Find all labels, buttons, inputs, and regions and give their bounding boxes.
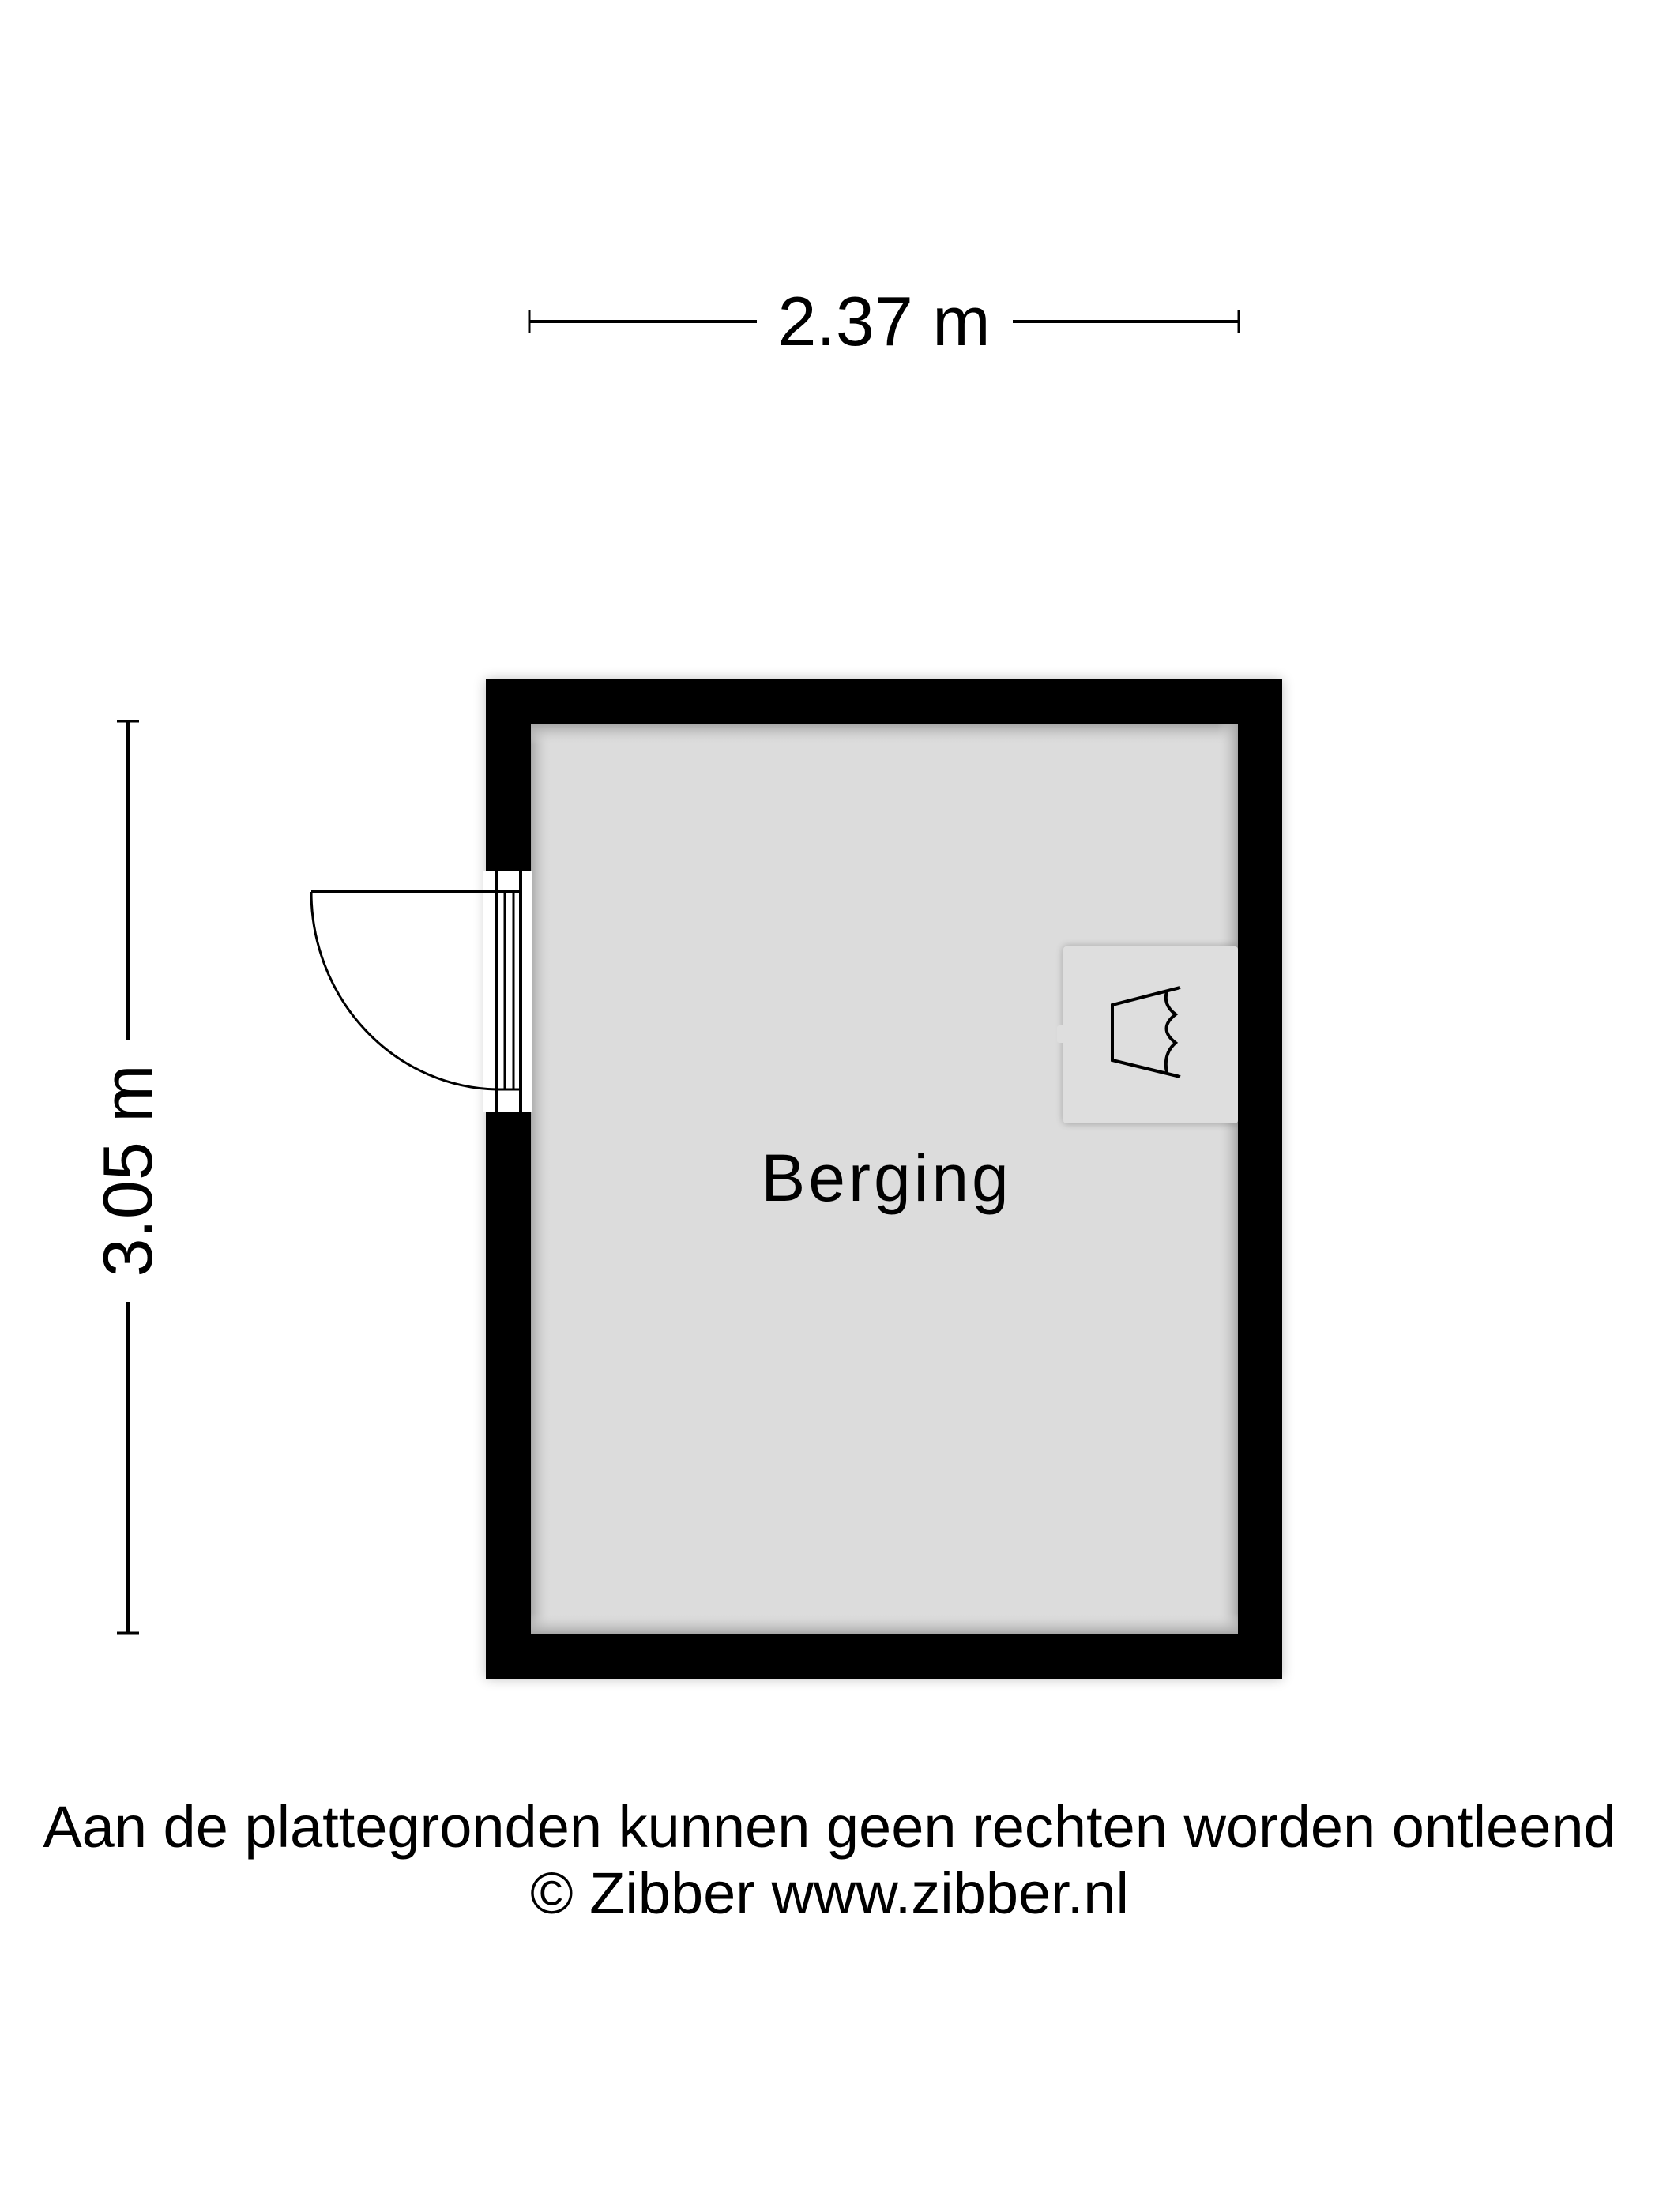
- door-swing-arc: [310, 891, 498, 1091]
- height-dimension: 3.05 m: [88, 720, 167, 1635]
- boiler-fixture: [1057, 946, 1238, 1123]
- door[interactable]: [310, 871, 532, 1112]
- width-dimension: 2.37 m: [528, 282, 1240, 360]
- width-label: 2.37 m: [777, 282, 990, 360]
- floor: [531, 724, 1238, 1634]
- room-label: Berging: [761, 1141, 1012, 1215]
- room-berging: Berging: [310, 679, 1282, 1679]
- boiler-icon: [1111, 986, 1181, 1078]
- copyright-text: © Zibber www.zibber.nl: [530, 1860, 1129, 1926]
- height-label: 3.05 m: [88, 1064, 167, 1277]
- disclaimer-text: Aan de plattegronden kunnen geen rechten…: [43, 1794, 1616, 1860]
